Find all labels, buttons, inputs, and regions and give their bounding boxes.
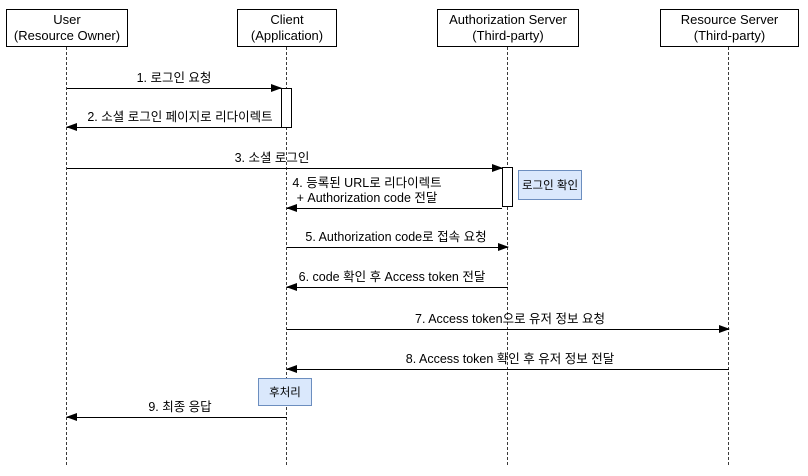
message-6-arrow xyxy=(286,282,508,291)
arrowhead xyxy=(286,282,297,291)
actor-subtitle: (Resource Owner) xyxy=(13,28,121,43)
actor-box-user: User (Resource Owner) xyxy=(6,9,128,47)
message-9-arrow xyxy=(66,412,287,421)
message-4-label: 4. 등록된 URL로 리다이렉트 + Authorization code 전… xyxy=(292,176,442,205)
message-5-label: 5. Authorization code로 접속 요청 xyxy=(305,230,487,244)
actor-box-authorization-server: Authorization Server (Third-party) xyxy=(437,9,579,47)
message-3-arrow xyxy=(67,163,503,172)
message-1-label: 1. 로그인 요청 xyxy=(136,71,212,85)
actor-box-client: Client (Application) xyxy=(237,9,337,47)
arrowhead xyxy=(66,412,77,421)
arrowhead xyxy=(492,163,503,172)
message-9-label: 9. 최종 응답 xyxy=(148,400,212,414)
activation-bar-authorization-server xyxy=(502,167,513,207)
lifeline-resource-server xyxy=(728,47,729,465)
message-8-arrow xyxy=(286,364,729,373)
note-login-check: 로그인 확인 xyxy=(518,170,582,200)
message-7-arrow xyxy=(287,324,730,333)
message-2-label: 2. 소셜 로그인 페이지로 리다이렉트 xyxy=(87,110,273,124)
lifeline-authorization-server xyxy=(507,47,508,465)
message-3-label: 3. 소셜 로그인 xyxy=(234,151,310,165)
actor-name: Authorization Server xyxy=(449,12,567,27)
activation-bar-client xyxy=(281,88,292,128)
actor-name: Client xyxy=(270,12,304,27)
message-1-arrow xyxy=(67,83,282,92)
arrowhead xyxy=(286,364,297,373)
note-label: 후처리 xyxy=(269,387,301,399)
arrowhead xyxy=(719,324,730,333)
message-7-label: 7. Access token으로 유저 정보 요청 xyxy=(415,312,605,326)
note-label: 로그인 확인 xyxy=(521,180,579,192)
message-5-arrow xyxy=(287,242,509,251)
actor-name: Resource Server xyxy=(680,12,779,27)
actor-name: User xyxy=(53,12,81,27)
actor-subtitle: (Application) xyxy=(250,28,324,43)
arrowhead xyxy=(271,83,282,92)
note-post-process: 후처리 xyxy=(258,378,312,406)
lifeline-user xyxy=(66,47,67,465)
lifeline-client xyxy=(286,47,287,465)
message-2-arrow xyxy=(66,122,281,131)
arrowhead xyxy=(66,122,77,131)
actor-box-resource-server: Resource Server (Third-party) xyxy=(660,9,799,47)
message-8-label: 8. Access token 확인 후 유저 정보 전달 xyxy=(405,352,615,366)
message-4-arrow xyxy=(286,203,502,212)
message-6-label: 6. code 확인 후 Access token 전달 xyxy=(298,270,486,284)
actor-subtitle: (Third-party) xyxy=(472,28,544,43)
arrowhead xyxy=(286,203,297,212)
arrowhead xyxy=(498,242,509,251)
actor-subtitle: (Third-party) xyxy=(693,28,766,43)
